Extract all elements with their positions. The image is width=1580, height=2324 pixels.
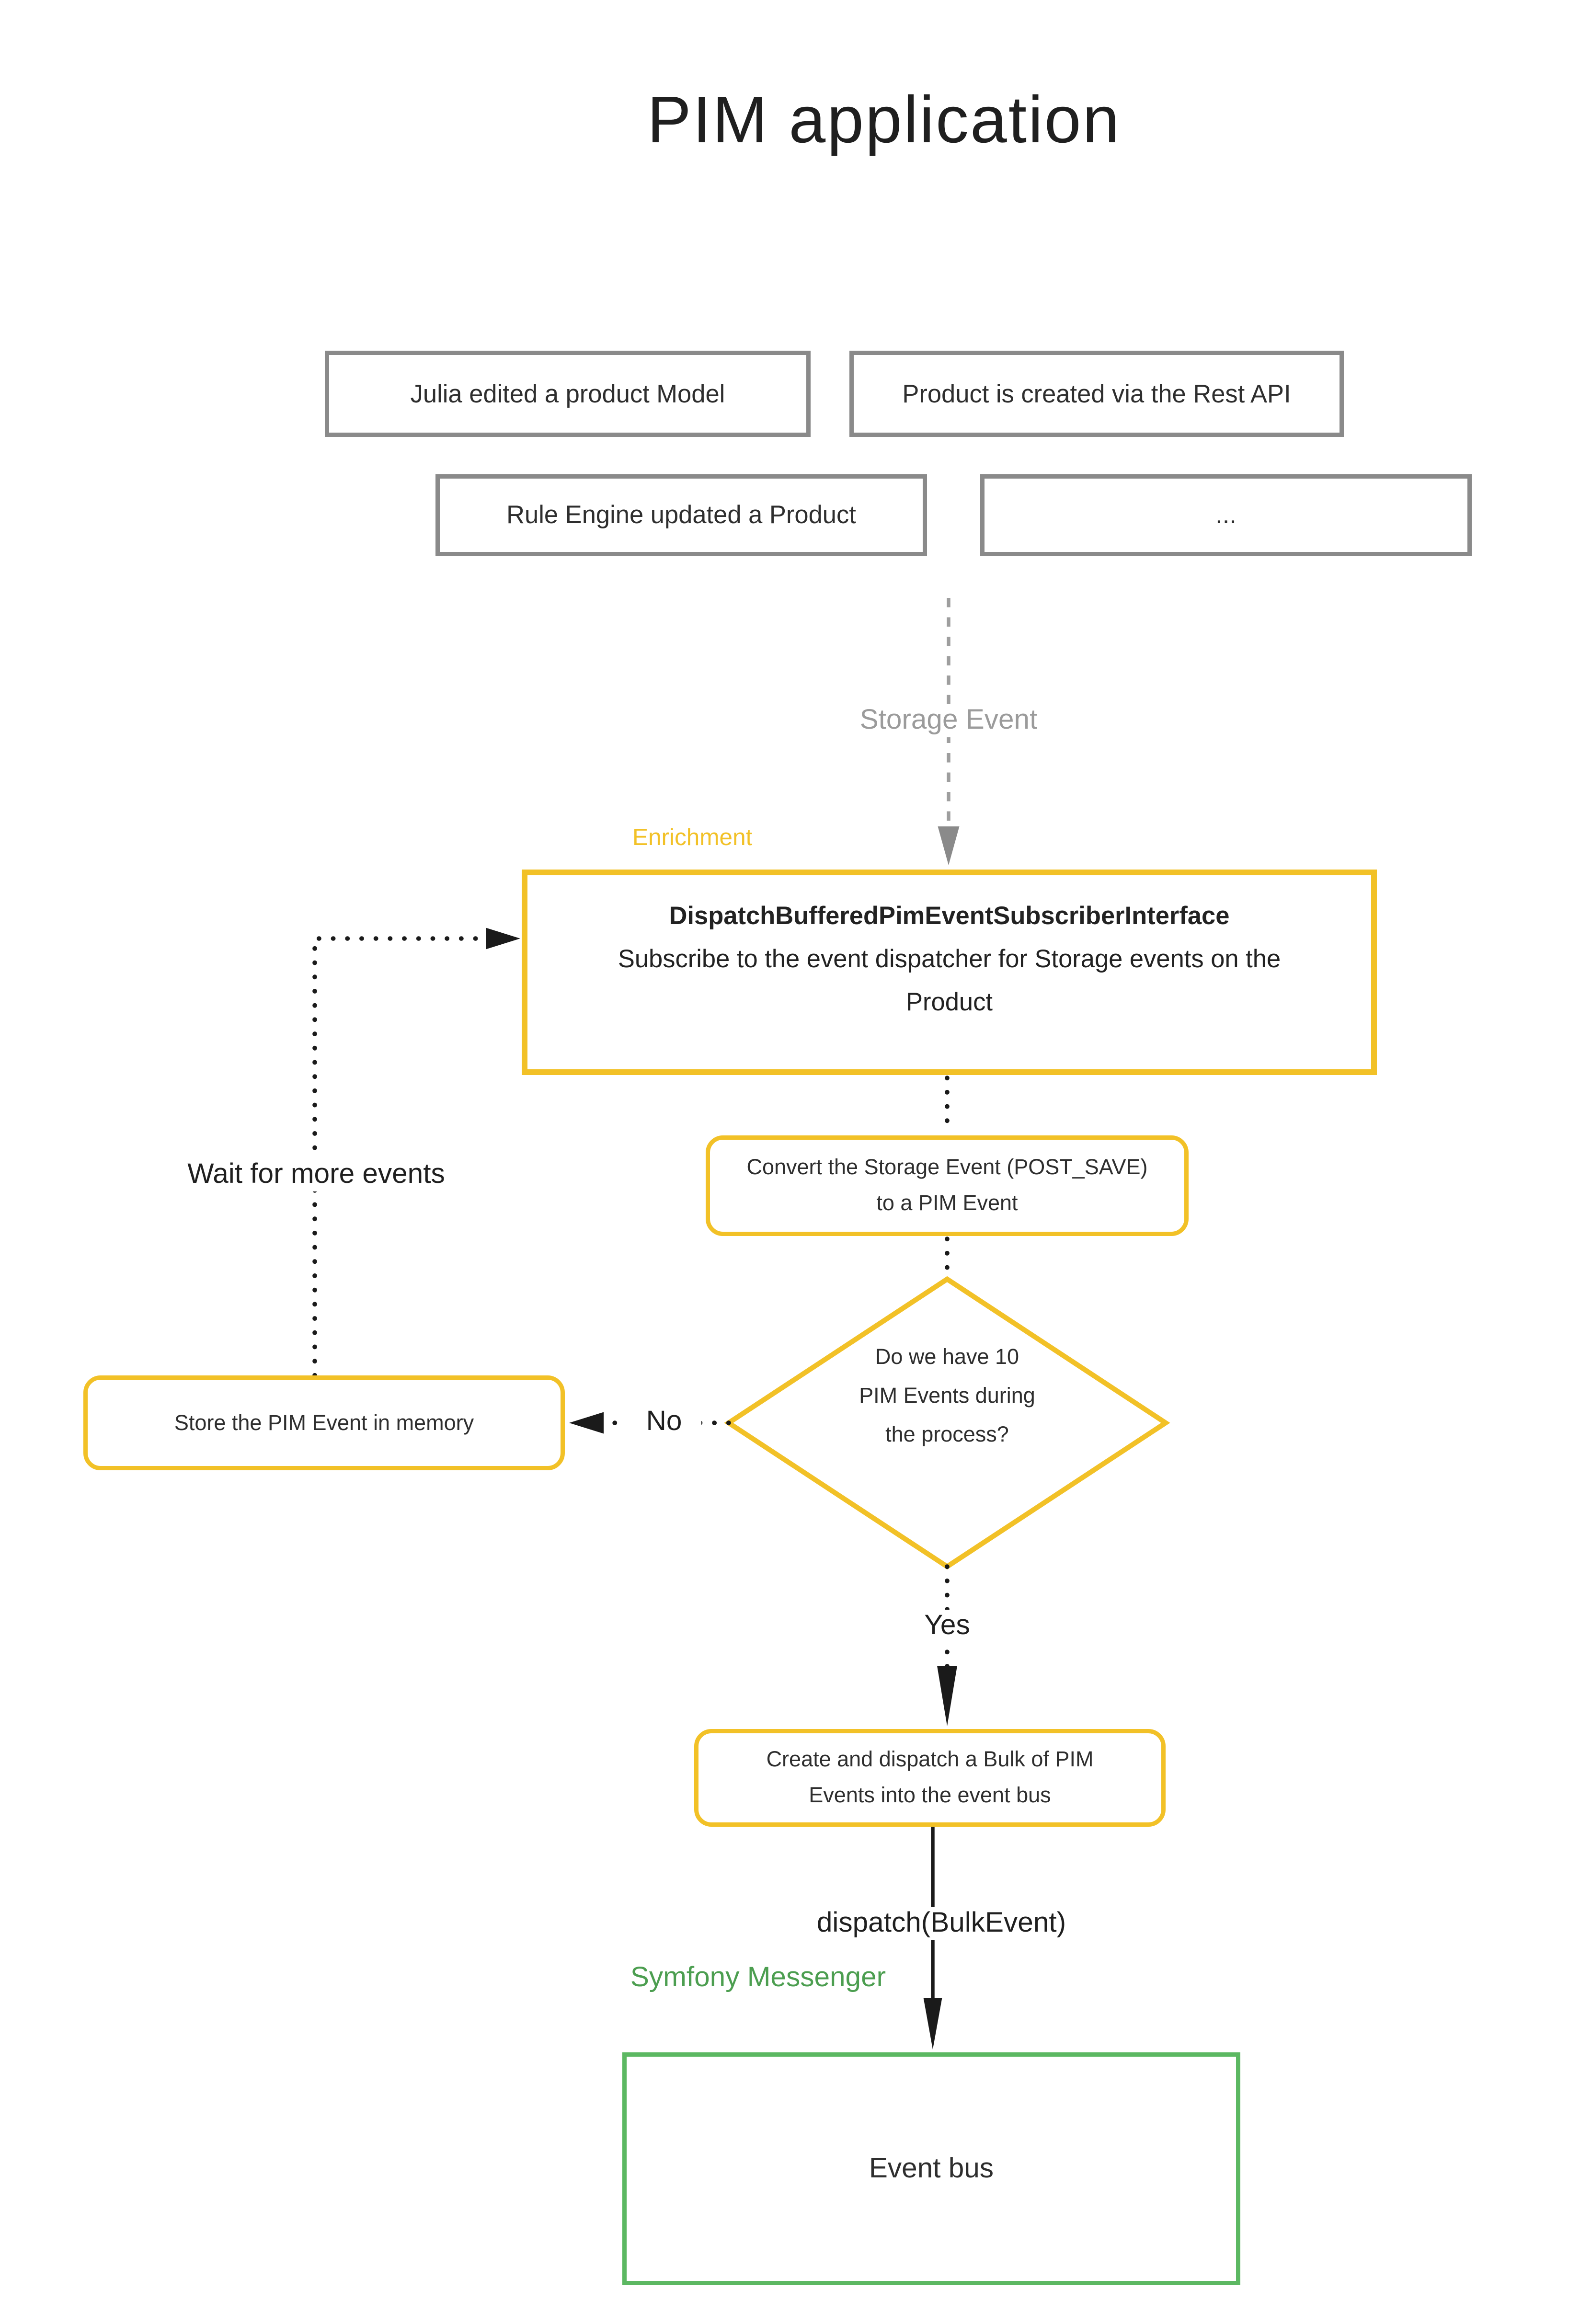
subscriber-node-line: Product <box>906 987 993 1016</box>
no-label: No <box>627 1406 701 1439</box>
decision-node-line: the process? <box>885 1423 1009 1447</box>
subscriber-node: DispatchBufferedPimEventSubscriberInterf… <box>522 870 1377 1075</box>
source-box-rule-engine: Rule Engine updated a Product <box>435 474 927 556</box>
bulk-dispatch-node-line: Create and dispatch a Bulk of PIM <box>766 1748 1094 1772</box>
page-title: PIM application <box>647 82 1121 157</box>
storage-event-label: Storage Event <box>805 704 1092 737</box>
arrowhead-storage-event <box>938 826 960 865</box>
yes-label: Yes <box>901 1610 993 1643</box>
arrowhead-wait-loop <box>486 927 520 950</box>
subscriber-node-line: Subscribe to the event dispatcher for St… <box>618 944 1281 973</box>
event-bus-node: Event bus <box>622 2052 1240 2285</box>
store-node: Store the PIM Event in memory <box>83 1375 565 1470</box>
source-box-rest-api: Product is created via the Rest API <box>849 351 1344 437</box>
convert-node-line: to a PIM Event <box>876 1191 1018 1216</box>
bulk-dispatch-node: Create and dispatch a Bulk of PIM Events… <box>694 1729 1166 1827</box>
dispatch-bulkevent-label: dispatch(BulkEvent) <box>783 1907 1099 1940</box>
arrowhead-dispatch-bulkevent <box>923 1998 942 2049</box>
symfony-messenger-label: Symfony Messenger <box>630 1962 886 1993</box>
connector-wait-loop <box>312 936 490 1378</box>
enrichment-label: Enrichment <box>632 825 753 851</box>
bulk-dispatch-node-line: Events into the event bus <box>809 1784 1051 1808</box>
wait-for-events-label: Wait for more events <box>158 1158 474 1191</box>
decision-node-text: Do we have 10 PIM Events during the proc… <box>732 1338 1163 1454</box>
convert-node-line: Convert the Storage Event (POST_SAVE) <box>746 1156 1148 1180</box>
arrowhead-no <box>569 1412 604 1434</box>
source-box-more: ... <box>980 474 1472 556</box>
convert-node: Convert the Storage Event (POST_SAVE) to… <box>706 1135 1189 1236</box>
arrowhead-yes <box>937 1666 957 1726</box>
source-box-julia: Julia edited a product Model <box>325 351 811 437</box>
decision-node-line: Do we have 10 <box>875 1345 1019 1370</box>
subscriber-node-title: DispatchBufferedPimEventSubscriberInterf… <box>669 901 1230 930</box>
decision-node-line: PIM Events during <box>859 1384 1035 1408</box>
